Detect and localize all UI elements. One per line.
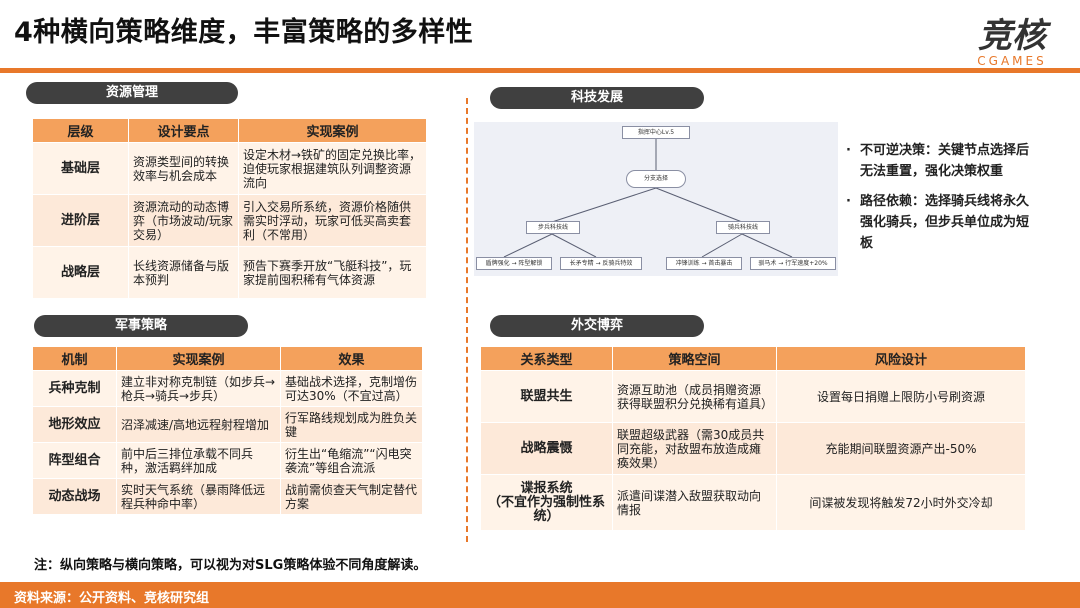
table-row: 动态战场 实时天气系统（暴雨降低远程兵种命中率） 战前需侦查天气制定替代方案 — [32, 478, 423, 515]
row-label: 战略震慑 — [480, 422, 613, 475]
diplomacy-table: 关系类型 策略空间 风险设计 联盟共生 资源互助池（成员捐赠资源获得联盟积分兑换… — [480, 346, 1026, 531]
table-cell: 资源流动的动态博弈（市场波动/玩家交易） — [128, 194, 239, 247]
row-label: 联盟共生 — [480, 370, 613, 423]
bullet-dot-icon: · — [846, 194, 851, 209]
column-header: 效果 — [280, 346, 423, 371]
row-label: 动态战场 — [32, 478, 117, 515]
section-divider — [466, 98, 468, 542]
row-label: 阵型组合 — [32, 442, 117, 479]
tech-section-pill: 科技发展 — [490, 87, 704, 109]
table-cell: 实时天气系统（暴雨降低远程兵种命中率） — [116, 478, 281, 515]
table-row: 阵型组合 前中后三排位承载不同兵种，激活羁绊加成 衍生出“龟缩流”“闪电突袭流”… — [32, 442, 423, 479]
row-label: 基础层 — [32, 142, 129, 195]
column-header: 层级 — [32, 118, 129, 143]
page-title: 4种横向策略维度，丰富策略的多样性 — [14, 17, 474, 48]
footer-bar: 资料来源：公开资料、竞核研究组 — [0, 582, 1080, 608]
logo-cn: 竞核 — [978, 16, 1046, 56]
table-cell: 资源类型间的转换效率与机会成本 — [128, 142, 239, 195]
table-header-row: 层级 设计要点 实现案例 — [32, 118, 427, 143]
row-label: 兵种克制 — [32, 370, 117, 407]
table-row: 进阶层 资源流动的动态博弈（市场波动/玩家交易） 引入交易所系统，资源价格随供需… — [32, 194, 427, 247]
table-cell: 衍生出“龟缩流”“闪电突袭流”等组合流派 — [280, 442, 423, 479]
tree-node-root: 指挥中心Lv.5 — [622, 126, 690, 139]
bullet-item: · 路径依赖：选择骑兵线将永久强化骑兵，但步兵单位成为短板 — [846, 191, 1032, 254]
table-row: 基础层 资源类型间的转换效率与机会成本 设定木材→铁矿的固定兑换比率，迫使玩家根… — [32, 142, 427, 195]
tree-node-cavalry: 骑兵科技线 — [716, 221, 770, 234]
table-row: 谍报系统 （不宜作为强制性系统） 派遣间谍潜入敌盟获取动向情报 间谍被发现将触发… — [480, 474, 1026, 531]
tree-leaf: 冲锋训练 → 首击暴击 — [666, 257, 742, 270]
table-row: 兵种克制 建立非对称克制链（如步兵→枪兵→骑兵→步兵） 基础战术选择，克制增伤可… — [32, 370, 423, 407]
logo-en: CGAMES — [977, 54, 1047, 68]
bullet-item: · 不可逆决策：关键节点选择后无法重置，强化决策权重 — [846, 140, 1032, 182]
tree-leaf: 驯马术 → 行军速度+20% — [750, 257, 836, 270]
title-divider — [0, 68, 1080, 73]
military-table: 机制 实现案例 效果 兵种克制 建立非对称克制链（如步兵→枪兵→骑兵→步兵） 基… — [32, 346, 423, 515]
diplomacy-section-pill: 外交博弈 — [490, 315, 704, 337]
table-header-row: 关系类型 策略空间 风险设计 — [480, 346, 1026, 371]
row-label: 进阶层 — [32, 194, 129, 247]
table-cell: 设置每日捐赠上限防小号刷资源 — [776, 370, 1026, 423]
table-cell: 引入交易所系统，资源价格随供需实时浮动，玩家可低买高卖套利（不常用） — [238, 194, 427, 247]
table-cell: 长线资源储备与版本预判 — [128, 246, 239, 299]
column-header: 策略空间 — [612, 346, 777, 371]
tech-notes: · 不可逆决策：关键节点选择后无法重置，强化决策权重 · 路径依赖：选择骑兵线将… — [846, 140, 1032, 263]
tree-leaf: 盾牌强化 → 阵型解锁 — [476, 257, 552, 270]
tree-leaf: 长矛专精 → 反骑兵特效 — [560, 257, 642, 270]
resource-table: 层级 设计要点 实现案例 基础层 资源类型间的转换效率与机会成本 设定木材→铁矿… — [32, 118, 427, 299]
tree-node-infantry: 步兵科技线 — [526, 221, 580, 234]
bullet-dot-icon: · — [846, 143, 851, 158]
row-label: 地形效应 — [32, 406, 117, 443]
row-label: 谍报系统 （不宜作为强制性系统） — [480, 474, 613, 531]
column-header: 实现案例 — [116, 346, 281, 371]
table-cell: 充能期间联盟资源产出-50% — [776, 422, 1026, 475]
brand-logo: 竞核 CGAMES — [962, 18, 1062, 68]
bullet-text: 不可逆决策：关键节点选择后无法重置，强化决策权重 — [860, 143, 1030, 179]
table-cell: 战前需侦查天气制定替代方案 — [280, 478, 423, 515]
table-cell: 联盟超级武器（需30成员共同充能，对敌盟布放造成瘫痪效果） — [612, 422, 777, 475]
table-cell: 资源互助池（成员捐赠资源获得联盟积分兑换稀有道具） — [612, 370, 777, 423]
table-row: 联盟共生 资源互助池（成员捐赠资源获得联盟积分兑换稀有道具） 设置每日捐赠上限防… — [480, 370, 1026, 423]
table-row: 地形效应 沼泽减速/高地远程射程增加 行军路线规划成为胜负关键 — [32, 406, 423, 443]
bullet-text: 路径依赖：选择骑兵线将永久强化骑兵，但步兵单位成为短板 — [860, 194, 1030, 251]
table-cell: 间谍被发现将触发72小时外交冷却 — [776, 474, 1026, 531]
column-header: 机制 — [32, 346, 117, 371]
table-row: 战略震慑 联盟超级武器（需30成员共同充能，对敌盟布放造成瘫痪效果） 充能期间联… — [480, 422, 1026, 475]
tech-tree-diagram: 指挥中心Lv.5 分支选择 步兵科技线 骑兵科技线 盾牌强化 → 阵型解锁 长矛… — [474, 122, 838, 276]
table-cell: 基础战术选择，克制增伤可达30%（不宜过高） — [280, 370, 423, 407]
column-header: 风险设计 — [776, 346, 1026, 371]
table-cell: 建立非对称克制链（如步兵→枪兵→骑兵→步兵） — [116, 370, 281, 407]
table-cell: 前中后三排位承载不同兵种，激活羁绊加成 — [116, 442, 281, 479]
row-label: 战略层 — [32, 246, 129, 299]
column-header: 关系类型 — [480, 346, 613, 371]
source-credit: 资料来源：公开资料、竞核研究组 — [14, 591, 210, 606]
tree-node-choice: 分支选择 — [626, 170, 686, 188]
column-header: 实现案例 — [238, 118, 427, 143]
column-header: 设计要点 — [128, 118, 239, 143]
table-cell: 预告下赛季开放“飞艇科技”，玩家提前囤积稀有气体资源 — [238, 246, 427, 299]
table-cell: 设定木材→铁矿的固定兑换比率，迫使玩家根据建筑队列调整资源流向 — [238, 142, 427, 195]
table-cell: 派遣间谍潜入敌盟获取动向情报 — [612, 474, 777, 531]
military-section-pill: 军事策略 — [34, 315, 248, 337]
table-row: 战略层 长线资源储备与版本预判 预告下赛季开放“飞艇科技”，玩家提前囤积稀有气体… — [32, 246, 427, 299]
table-cell: 行军路线规划成为胜负关键 — [280, 406, 423, 443]
tech-tree-connectors — [503, 139, 793, 258]
table-cell: 沼泽减速/高地远程射程增加 — [116, 406, 281, 443]
table-header-row: 机制 实现案例 效果 — [32, 346, 423, 371]
footnote: 注：纵向策略与横向策略，可以视为对SLG策略体验不同角度解读。 — [34, 558, 427, 573]
resource-section-pill: 资源管理 — [26, 82, 238, 104]
